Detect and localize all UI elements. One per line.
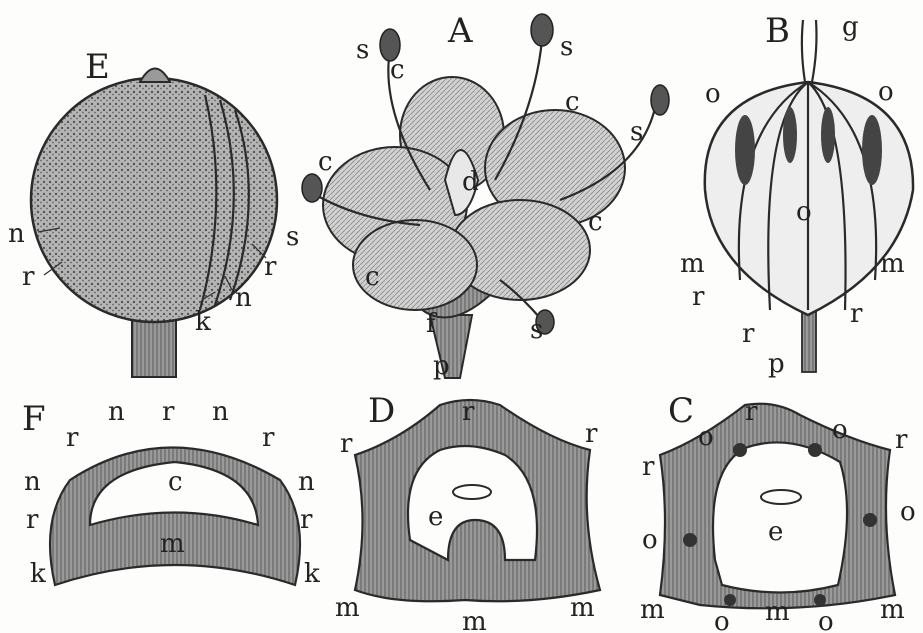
label-s: s	[356, 35, 369, 65]
seed-dot	[814, 594, 826, 606]
figure-d: D r r r e m m m	[335, 391, 600, 633]
label-r: r	[462, 397, 475, 427]
label-g: g	[842, 12, 859, 42]
label-r: r	[262, 423, 275, 453]
label-r: r	[66, 423, 79, 453]
label-o: o	[642, 525, 658, 555]
label-r: r	[264, 252, 277, 282]
label-p: p	[768, 349, 785, 379]
figure-f-title: F	[22, 399, 46, 439]
label-o: o	[698, 422, 714, 452]
figure-b: B g o o o m m r r r p	[680, 11, 913, 379]
label-r: r	[162, 397, 175, 427]
label-n: n	[24, 467, 41, 497]
label-m: m	[462, 607, 487, 633]
section-d-ovule	[453, 485, 491, 499]
label-r: r	[745, 397, 758, 427]
anther	[302, 174, 322, 202]
label-n: n	[235, 283, 252, 313]
label-m: m	[640, 595, 665, 625]
figure-a: A s s s s s c c c c c d f p	[286, 11, 669, 381]
label-m: m	[880, 249, 905, 279]
ovule	[862, 115, 882, 185]
figure-c: C r o o r r o o e m o m o m	[640, 391, 916, 633]
seed-dot	[683, 533, 697, 547]
section-c-shape	[660, 404, 895, 609]
label-o: o	[705, 79, 721, 109]
ovule	[735, 115, 755, 185]
label-c: c	[168, 467, 183, 497]
anther	[531, 14, 553, 46]
anther	[651, 85, 669, 115]
label-n: n	[212, 397, 229, 427]
label-r: r	[300, 505, 313, 535]
label-o: o	[900, 497, 916, 527]
label-o: o	[832, 415, 848, 445]
label-c: c	[588, 207, 603, 237]
label-r: r	[895, 425, 908, 455]
label-m: m	[160, 529, 185, 559]
label-c: c	[318, 147, 333, 177]
section-c-ovule	[761, 490, 801, 504]
figure-d-title: D	[368, 391, 395, 431]
label-c: c	[565, 87, 580, 117]
fruit-apex	[140, 69, 170, 83]
label-e: e	[428, 502, 443, 532]
label-n: n	[8, 219, 25, 249]
seed-dot	[808, 443, 822, 457]
figure-e: E n r k n r	[8, 47, 277, 377]
label-r: r	[585, 419, 598, 449]
label-o: o	[818, 607, 834, 633]
label-r: r	[692, 282, 705, 312]
label-o: o	[796, 197, 812, 227]
label-k: k	[30, 559, 46, 589]
label-s: s	[560, 32, 573, 62]
label-n: n	[108, 397, 125, 427]
label-n: n	[298, 467, 315, 497]
label-o: o	[878, 77, 894, 107]
label-r: r	[340, 429, 353, 459]
label-s: s	[630, 117, 643, 147]
label-m: m	[335, 593, 360, 623]
label-s: s	[530, 315, 543, 345]
seed-dot	[724, 594, 736, 606]
label-p: p	[433, 351, 450, 381]
style-branches	[802, 20, 817, 82]
ovule	[783, 107, 797, 163]
label-o: o	[714, 607, 730, 633]
label-r: r	[642, 452, 655, 482]
label-r: r	[742, 319, 755, 349]
label-r: r	[850, 299, 863, 329]
label-c: c	[390, 55, 405, 85]
figure-b-title: B	[765, 11, 790, 51]
label-m: m	[680, 249, 705, 279]
label-r: r	[26, 505, 39, 535]
label-m: m	[570, 593, 595, 623]
seed-dot	[863, 513, 877, 527]
label-s: s	[286, 222, 299, 252]
figure-e-title: E	[85, 47, 110, 87]
label-d: d	[462, 167, 479, 197]
label-r: r	[22, 262, 35, 292]
seed-dot	[733, 443, 747, 457]
ovule	[821, 107, 835, 163]
label-c: c	[365, 262, 380, 292]
label-m: m	[880, 595, 905, 625]
label-m: m	[765, 597, 790, 627]
label-k: k	[304, 559, 320, 589]
figure-f: F n r n r r n n r r c m k k	[22, 397, 320, 589]
figure-c-title: C	[668, 391, 694, 431]
label-k: k	[195, 307, 211, 337]
label-e: e	[768, 517, 783, 547]
figure-a-title: A	[447, 11, 473, 51]
